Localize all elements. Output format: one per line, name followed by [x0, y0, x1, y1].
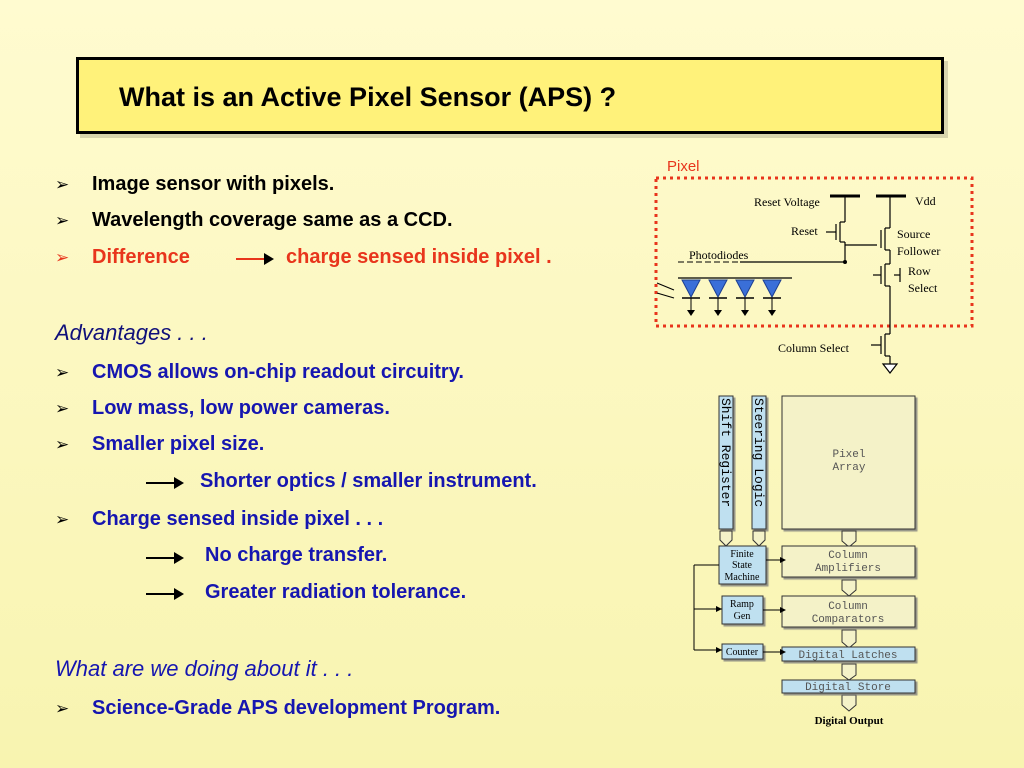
- bullet-icon: ➢: [55, 699, 70, 718]
- light-rays-icon: [656, 282, 675, 299]
- doing-item: Science-Grade APS development Program.: [92, 697, 501, 719]
- ramp-gen-label: Gen: [734, 611, 751, 622]
- column-select-label: Column Select: [778, 341, 850, 355]
- vdd-label: Vdd: [915, 194, 936, 208]
- digital-latches-label: Digital Latches: [798, 650, 897, 662]
- reset-voltage-label: Reset Voltage: [754, 195, 820, 209]
- pixel-array-label: Array: [832, 462, 865, 474]
- column-comparators-block: [781, 595, 916, 628]
- difference-detail: charge sensed inside pixel .: [286, 246, 552, 268]
- fsm-label: Finite: [730, 549, 754, 560]
- pixel-boundary: [654, 176, 974, 328]
- bullet-icon: ➢: [55, 175, 70, 194]
- shift-register-label: Shift Register: [718, 398, 733, 507]
- doing-heading: What are we doing about it . . .: [55, 656, 354, 681]
- connection-arrowheads: [716, 557, 786, 655]
- ramp-gen-block: [721, 595, 764, 625]
- connection-lines: [693, 559, 780, 653]
- advantage-subitem: Shorter optics / smaller instrument.: [200, 470, 537, 492]
- photodiodes-label: Photodiodes: [689, 248, 749, 262]
- title-box: What is an Active Pixel Sensor (APS) ?: [76, 57, 944, 134]
- flow-arrows: [719, 530, 857, 712]
- advantage-item: Smaller pixel size.: [92, 433, 265, 455]
- reset-transistor: [826, 196, 846, 262]
- digital-store-label: Digital Store: [805, 682, 891, 694]
- row-select-transistor: [873, 263, 901, 310]
- fsm-block: [718, 545, 767, 585]
- column-comparators-label: Comparators: [812, 614, 885, 626]
- column-amplifiers-block: [781, 545, 916, 578]
- pixel-label: Pixel: [667, 158, 700, 175]
- digital-output-label: Digital Output: [815, 715, 884, 727]
- counter-label: Counter: [726, 647, 759, 658]
- advantage-subitem: No charge transfer.: [205, 544, 388, 566]
- bullet-icon: ➢: [55, 211, 70, 230]
- photodiode-icon: [735, 279, 755, 316]
- page-title: What is an Active Pixel Sensor (APS) ?: [119, 82, 617, 112]
- reset-label: Reset: [791, 224, 818, 238]
- fsm-label: State: [732, 560, 753, 571]
- intro-item: Image sensor with pixels.: [92, 173, 335, 195]
- column-comparators-label: Column: [828, 601, 868, 613]
- advantage-item: Charge sensed inside pixel . . .: [92, 508, 384, 530]
- advantage-subitem: Greater radiation tolerance.: [205, 581, 467, 603]
- arrow-icon: [146, 552, 184, 564]
- bullet-icon: ➢: [55, 248, 70, 267]
- source-follower-transistor: [880, 196, 891, 264]
- arrow-icon: [146, 477, 184, 489]
- arrow-icon: [146, 588, 184, 600]
- arrow-icon: [236, 253, 274, 265]
- pixel-array-label: Pixel: [832, 449, 865, 461]
- photodiode-icon: [681, 279, 701, 316]
- intro-item: Wavelength coverage same as a CCD.: [92, 209, 453, 231]
- pixel-array-block: [781, 395, 916, 530]
- advantage-item: Low mass, low power cameras.: [92, 397, 390, 419]
- steering-logic-label: Steering Logic: [751, 398, 766, 507]
- column-select-transistor: [871, 310, 899, 374]
- source-follower-label: Source: [897, 227, 930, 241]
- steering-logic-block: [751, 395, 767, 530]
- source-follower-label: Follower: [897, 244, 940, 258]
- fsm-label: Machine: [725, 572, 761, 583]
- sense-node: [843, 260, 847, 264]
- advantage-item: CMOS allows on-chip readout circuitry.: [92, 361, 464, 383]
- row-select-label: Row: [908, 264, 931, 278]
- bullet-icon: ➢: [55, 363, 70, 382]
- column-amplifiers-label: Amplifiers: [815, 563, 881, 575]
- bullet-icon: ➢: [55, 435, 70, 454]
- bullet-icon: ➢: [55, 510, 70, 529]
- digital-store-block: [781, 679, 916, 694]
- photodiode-icon: [762, 279, 782, 316]
- bullet-icon: ➢: [55, 399, 70, 418]
- photodiode-icon: [708, 279, 728, 316]
- column-amplifiers-label: Column: [828, 550, 868, 562]
- sense-node-wire: [740, 244, 877, 263]
- ramp-gen-label: Ramp: [730, 599, 754, 610]
- row-select-label: Select: [908, 281, 938, 295]
- digital-latches-block: [781, 646, 916, 662]
- counter-block: [721, 643, 764, 660]
- shift-register-block: [718, 395, 734, 530]
- difference-label: Difference: [92, 246, 190, 268]
- advantages-heading: Advantages . . .: [55, 320, 208, 345]
